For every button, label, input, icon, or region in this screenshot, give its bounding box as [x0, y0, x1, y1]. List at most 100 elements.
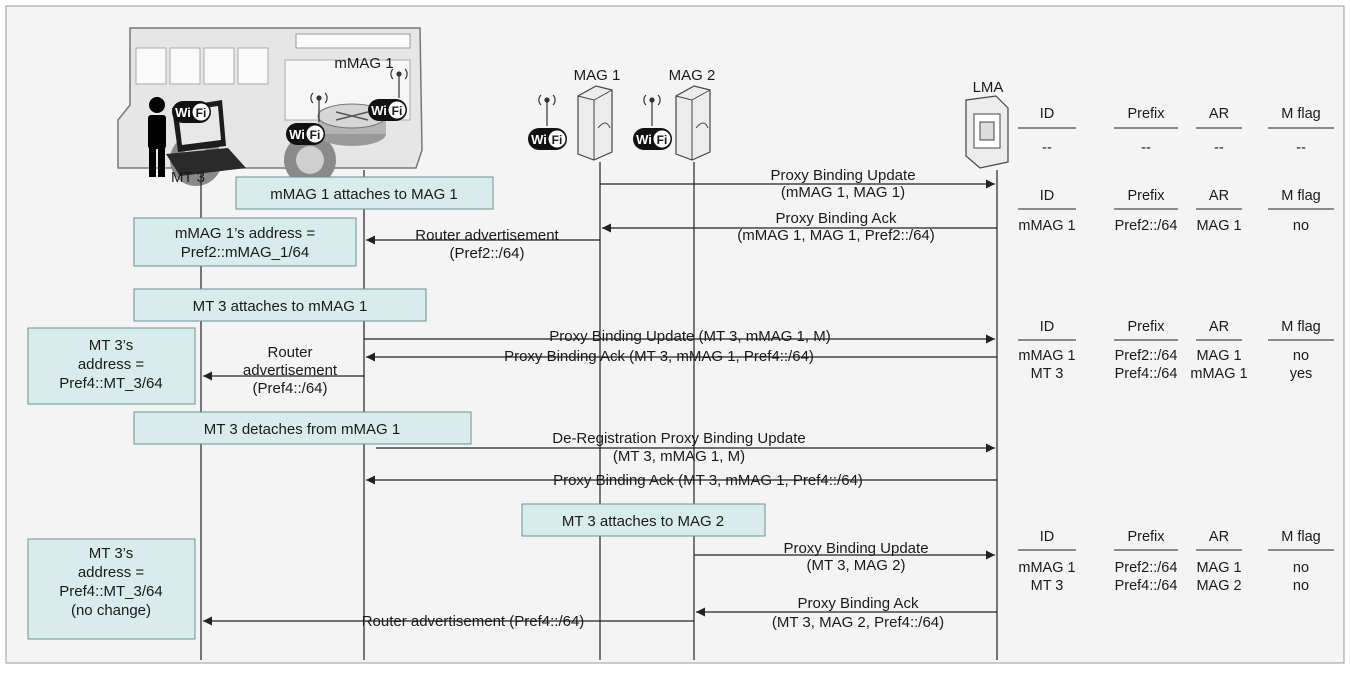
- wifi-badge-icon: Wi Fi: [528, 128, 567, 150]
- message-label: Proxy Binding Update (MT 3, mMAG 1, M): [549, 328, 830, 345]
- table-header: Prefix: [1127, 529, 1165, 545]
- event-label: Pref4::MT_3/64: [59, 375, 162, 392]
- wifi-badge-icon: Wi Fi: [286, 123, 325, 145]
- table-cell: mMAG 1: [1190, 366, 1247, 382]
- event-label: Pref4::MT_3/64: [59, 583, 162, 600]
- table-cell: MAG 1: [1196, 218, 1241, 234]
- lma-icon: [965, 95, 1009, 169]
- svg-text:Fi: Fi: [552, 133, 563, 147]
- table-header: Prefix: [1127, 106, 1165, 122]
- binding-table: ID Prefix AR M flag mMAG 1 Pref2::/64 MA…: [1018, 188, 1334, 234]
- table-header: Prefix: [1127, 319, 1165, 335]
- person-icon: [148, 97, 166, 177]
- table-cell: no: [1293, 578, 1309, 594]
- table-header: ID: [1040, 529, 1055, 545]
- table-cell: mMAG 1: [1018, 218, 1075, 234]
- mag1-label: MAG 1: [574, 67, 621, 84]
- event-box: [133, 411, 472, 445]
- event-box: [133, 288, 427, 322]
- table-cell: no: [1293, 560, 1309, 576]
- binding-table: ID Prefix AR M flag mMAG 1 Pref2::/64 MA…: [1018, 319, 1334, 382]
- svg-text:Wi: Wi: [636, 132, 652, 147]
- svg-text:Fi: Fi: [392, 104, 403, 118]
- svg-text:Wi: Wi: [289, 127, 305, 142]
- event-label: mMAG 1’s address =: [175, 225, 315, 242]
- mag2-label: MAG 2: [669, 67, 716, 84]
- svg-text:Fi: Fi: [657, 133, 668, 147]
- table-cell: MAG 2: [1196, 578, 1241, 594]
- table-header: AR: [1209, 319, 1229, 335]
- table-cell: --: [1042, 140, 1052, 156]
- table-header: ID: [1040, 319, 1055, 335]
- message-label: Proxy Binding Ack: [776, 210, 897, 227]
- message-label: Proxy Binding Ack: [798, 595, 919, 612]
- event-box: [133, 217, 357, 267]
- svg-text:Wi: Wi: [371, 103, 387, 118]
- event-label: Pref2::mMAG_1/64: [181, 244, 309, 261]
- svg-text:Fi: Fi: [196, 106, 207, 120]
- lma-label: LMA: [973, 79, 1004, 96]
- table-cell: Pref2::/64: [1115, 348, 1178, 364]
- event-box: [27, 538, 196, 640]
- table-header: Prefix: [1127, 188, 1165, 204]
- table-header: AR: [1209, 106, 1229, 122]
- wifi-badge-icon: Wi Fi: [633, 128, 672, 150]
- mag1-icon: [577, 85, 613, 161]
- event-label: address =: [78, 356, 145, 373]
- table-cell: Pref4::/64: [1115, 366, 1178, 382]
- table-cell: MAG 1: [1196, 348, 1241, 364]
- mmag1-label: mMAG 1: [334, 55, 393, 72]
- svg-text:Fi: Fi: [310, 128, 321, 142]
- router-icon: [317, 103, 387, 146]
- message-label: Proxy Binding Ack (MT 3, mMAG 1, Pref4::…: [553, 472, 863, 489]
- svg-text:Wi: Wi: [175, 105, 191, 120]
- table-cell: --: [1141, 140, 1151, 156]
- message-label: (mMAG 1, MAG 1, Pref2::/64): [737, 227, 935, 244]
- event-label: (no change): [71, 602, 151, 619]
- event-label: address =: [78, 564, 145, 581]
- event-box: [27, 327, 196, 405]
- table-cell: Pref2::/64: [1115, 560, 1178, 576]
- message-label: (mMAG 1, MAG 1): [781, 184, 905, 201]
- mag2-icon: [675, 85, 711, 161]
- message-label: Router: [267, 344, 312, 361]
- binding-table: ID Prefix AR M flag mMAG 1 Pref2::/64 MA…: [1018, 529, 1334, 594]
- wifi-badge-icon: Wi Fi: [172, 101, 211, 123]
- table-cell: MAG 1: [1196, 560, 1241, 576]
- message-label: De-Registration Proxy Binding Update: [552, 430, 805, 447]
- message-label: (MT 3, mMAG 1, M): [613, 448, 745, 465]
- table-cell: no: [1293, 218, 1309, 234]
- event-label: MT 3’s: [89, 545, 133, 562]
- table-header: M flag: [1281, 529, 1321, 545]
- message-label: (Pref4::/64): [252, 380, 327, 397]
- table-header: M flag: [1281, 319, 1321, 335]
- table-cell: no: [1293, 348, 1309, 364]
- table-cell: mMAG 1: [1018, 348, 1075, 364]
- antenna-signal-icon: [310, 68, 661, 126]
- table-cell: yes: [1290, 366, 1313, 382]
- table-header: AR: [1209, 188, 1229, 204]
- table-cell: --: [1214, 140, 1224, 156]
- message-label: Proxy Binding Update: [783, 540, 928, 557]
- event-label: MT 3 attaches to mMAG 1: [193, 298, 368, 315]
- table-cell: mMAG 1: [1018, 560, 1075, 576]
- table-cell: MT 3: [1031, 366, 1064, 382]
- svg-text:Wi: Wi: [531, 132, 547, 147]
- event-label: MT 3’s: [89, 337, 133, 354]
- message-label: Router advertisement (Pref4::/64): [362, 613, 585, 630]
- event-box: [235, 176, 494, 210]
- table-header: M flag: [1281, 188, 1321, 204]
- table-cell: --: [1296, 140, 1306, 156]
- event-label: mMAG 1 attaches to MAG 1: [270, 186, 458, 203]
- message-label: advertisement: [243, 362, 338, 379]
- mt3-label: MT 3: [171, 169, 205, 186]
- table-header: ID: [1040, 106, 1055, 122]
- message-label: (MT 3, MAG 2, Pref4::/64): [772, 614, 944, 631]
- table-cell: MT 3: [1031, 578, 1064, 594]
- event-label: MT 3 attaches to MAG 2: [562, 513, 724, 530]
- message-label: (Pref2::/64): [449, 245, 524, 262]
- table-cell: Pref2::/64: [1115, 218, 1178, 234]
- message-label: Proxy Binding Update: [770, 167, 915, 184]
- wifi-badge-icon: Wi Fi: [368, 99, 407, 121]
